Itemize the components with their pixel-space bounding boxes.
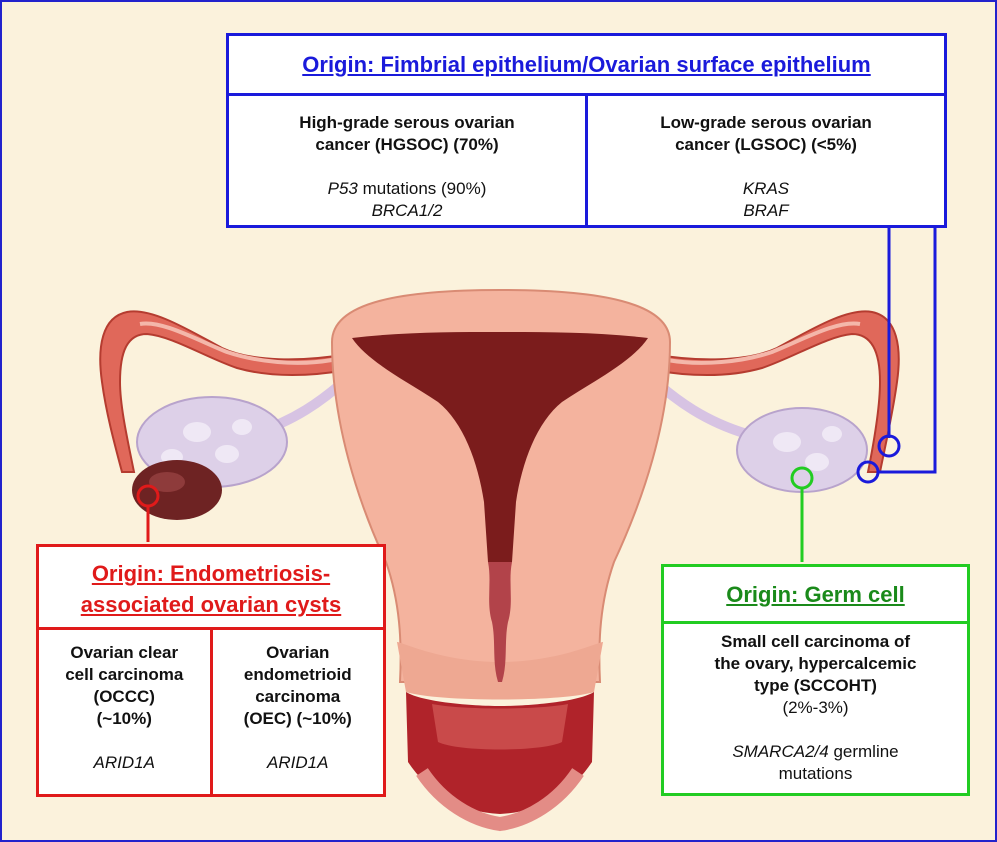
endometriosis-origin-title: Origin: Endometriosis- associated ovaria…	[39, 547, 383, 630]
sccoht-line2: the ovary, hypercalcemic	[664, 653, 967, 675]
oec-line1: Ovarian	[213, 642, 384, 664]
endometriosis-title-line2: associated ovarian cysts	[39, 589, 383, 620]
oec-gene: ARID1A	[213, 752, 384, 774]
hgsoc-gene2: BRCA1/2	[229, 200, 585, 222]
occc-line1: Ovarian clear	[39, 642, 210, 664]
oec-line3: carcinoma	[213, 686, 384, 708]
occc-line3: (OCCC)	[39, 686, 210, 708]
lgsoc-gene2: BRAF	[588, 200, 944, 222]
sccoht-line3: type (SCCOHT)	[664, 675, 967, 697]
sccoht-gene-line2: mutations	[664, 763, 967, 785]
hgsoc-name-line2: cancer (HGSOC) (70%)	[229, 134, 585, 156]
oec-column: Ovarian endometrioid carcinoma (OEC) (~1…	[210, 630, 384, 794]
oec-line2: endometrioid	[213, 664, 384, 686]
lgsoc-name-line2: cancer (LGSOC) (<5%)	[588, 134, 944, 156]
endometriosis-origin-box: Origin: Endometriosis- associated ovaria…	[36, 544, 386, 797]
occc-column: Ovarian clear cell carcinoma (OCCC) (~10…	[39, 630, 210, 794]
sccoht-line1: Small cell carcinoma of	[664, 631, 967, 653]
sccoht-gene: SMARCA2/4 germline	[664, 741, 967, 763]
germ-cell-origin-title: Origin: Germ cell	[664, 567, 967, 624]
sccoht-line4: (2%-3%)	[664, 697, 967, 719]
occc-line2: cell carcinoma	[39, 664, 210, 686]
lgsoc-column: Low-grade serous ovarian cancer (LGSOC) …	[585, 96, 944, 225]
germ-cell-origin-box: Origin: Germ cell Small cell carcinoma o…	[661, 564, 970, 796]
sccoht-column: Small cell carcinoma of the ovary, hyper…	[664, 624, 967, 785]
occc-gene: ARID1A	[39, 752, 210, 774]
hgsoc-name-line1: High-grade serous ovarian	[229, 112, 585, 134]
lgsoc-name-line1: Low-grade serous ovarian	[588, 112, 944, 134]
lgsoc-gene1: KRAS	[588, 178, 944, 200]
hgsoc-column: High-grade serous ovarian cancer (HGSOC)…	[229, 96, 585, 225]
right-ovary	[737, 408, 867, 492]
endometriosis-title-line1: Origin: Endometriosis-	[39, 558, 383, 589]
fimbrial-origin-box: Origin: Fimbrial epithelium/Ovarian surf…	[226, 33, 947, 228]
oec-line4: (OEC) (~10%)	[213, 708, 384, 730]
hgsoc-gene1: P53 mutations (90%)	[229, 178, 585, 200]
occc-line4: (~10%)	[39, 708, 210, 730]
fimbrial-origin-title: Origin: Fimbrial epithelium/Ovarian surf…	[229, 36, 944, 96]
